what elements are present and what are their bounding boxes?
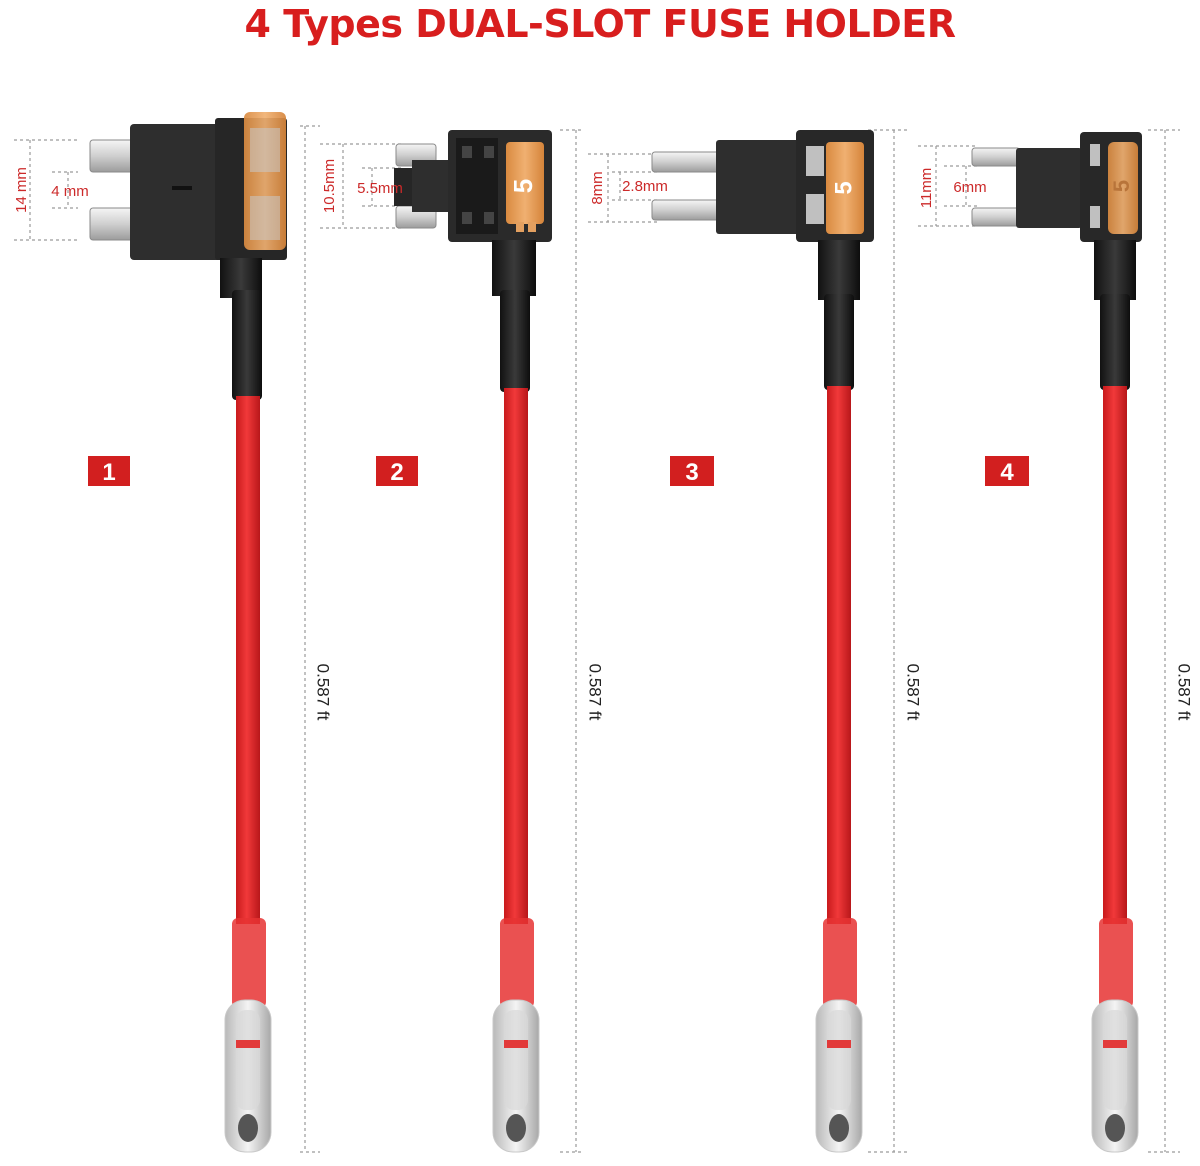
height-label-1: 14 mm [13,167,30,213]
number-label-1: 1 [102,459,115,486]
dimension-lines-1 [14,125,320,1153]
height-label-3: 8mm [589,171,606,204]
fuse-rating-4: 5 [1109,180,1134,192]
length-label-4: 0.587 ft [1175,664,1194,721]
height-label-4: 11mm [918,168,935,209]
dimension-lines-4 [918,129,1180,1153]
page-title: 4 Types DUAL-SLOT FUSE HOLDER [244,2,956,46]
gap-label-1: 4 mm [51,183,89,200]
fuse-holder-4: 5 11mm 6mm 0.587 ft 4 [918,129,1194,1153]
gap-label-3: 2.8mm [622,178,668,195]
number-badge-1 [88,456,130,486]
fuse-rating-2: 5 [508,179,538,193]
number-label-3: 3 [685,459,698,486]
fuse-holder-3: 5 8mm 2.8mm 0.587 ft 3 [588,129,923,1153]
number-label-2: 2 [390,459,403,486]
length-label-2: 0.587 ft [586,664,605,721]
fuse-rating-3: 5 [830,181,857,194]
gap-label-2: 5.5mm [357,180,403,197]
fuse-holder-1: 14 mm 4 mm 0.587 ft 1 [13,112,333,1153]
dimension-lines-3 [588,129,910,1153]
number-label-4: 4 [1000,459,1014,486]
fuse-holder-2: 5 10.5mm 5.5mm 0.587 ft 2 [320,129,605,1153]
number-badge-4 [985,456,1029,486]
length-label-1: 0.587 ft [314,664,333,721]
height-label-2: 10.5mm [321,159,338,213]
length-label-3: 0.587 ft [904,664,923,721]
number-badge-3 [670,456,714,486]
number-badge-2 [376,456,418,486]
dimension-lines-2 [320,129,582,1153]
gap-label-4: 6mm [953,179,986,196]
